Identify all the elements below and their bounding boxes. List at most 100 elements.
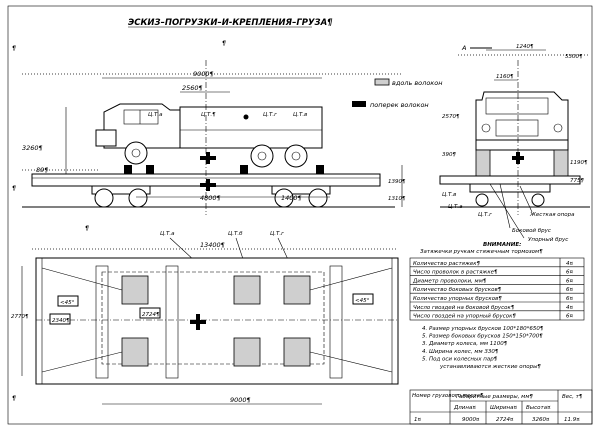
dim-390: 390¶: [442, 152, 456, 158]
mark-2: ¶: [12, 184, 16, 192]
legend-swatch-across: [352, 101, 366, 107]
legend-swatch-along: [374, 78, 390, 86]
legend-along: вдоль волокон: [392, 79, 442, 87]
platform-front: [439, 175, 581, 185]
dim-5300: 5300¶: [565, 54, 583, 60]
tb-header-height: Высота¤: [526, 405, 551, 411]
mark-3: ¶: [222, 39, 226, 47]
truck-hood: [95, 129, 117, 147]
bogie-left: [91, 185, 151, 195]
front-windshield: [485, 97, 549, 115]
truck-front-wheel: [124, 141, 148, 165]
tb-value-weight: 11.9¤: [564, 417, 580, 423]
front-railcar-wheel-left: [475, 193, 489, 207]
spec-table-rows: Количество растяжек¶4¤Число проволок в р…: [410, 261, 584, 320]
dim-2724: 2724¶: [142, 312, 160, 318]
tire-fl: [121, 275, 149, 305]
headlight-right: [553, 123, 563, 133]
sheet-frame: [7, 5, 593, 425]
note-side-bar: Боковой брус: [512, 228, 551, 234]
spec-note: 5. Размер боковых брусков 150*150*700¶: [422, 334, 543, 340]
cg-cargo-v: Ц.Т.в: [293, 112, 307, 118]
leader-rigid: [519, 185, 533, 213]
cg-cross-front: [512, 152, 524, 164]
truck-cargo-body: [179, 106, 323, 149]
truck-front-body: [475, 91, 569, 141]
lashing-2: [41, 351, 123, 373]
dim-775: 775¶: [570, 178, 584, 184]
bogie-front: [469, 183, 551, 193]
stake-left: [95, 265, 109, 379]
spec-table-notes: 4. Размер упорных брусков 100*180*650¶5.…: [422, 326, 544, 370]
railcar-wheel-1: [94, 188, 114, 208]
angle-box-left: [57, 295, 79, 307]
dim-1190: 1190¶: [570, 160, 588, 166]
dim-4800: 4800¶: [200, 194, 221, 202]
front-grille: [495, 119, 539, 137]
cg-cross-side-2: [200, 179, 216, 191]
spec-row-label: Количество боковых брусков¶: [413, 287, 502, 293]
dim-2770: 2770¶: [11, 314, 29, 320]
leader-stop-bar: [489, 183, 525, 239]
truck-rear-hub-2: [291, 151, 301, 161]
view-a-label: А: [461, 44, 466, 52]
dim-2340: 2340¶: [52, 318, 70, 324]
dim-1310: 1310¶: [388, 196, 406, 202]
truck-rear-wheel-2: [284, 144, 308, 168]
railcar-wheel-4: [308, 188, 328, 208]
truck-front-hub: [131, 148, 141, 158]
mark-1: ¶: [12, 44, 16, 52]
cg-cross-side-1: [200, 152, 216, 164]
stake-mid: [165, 265, 179, 379]
spec-table-frame: [409, 257, 585, 321]
legend: вдоль волокон поперек волокон: [352, 78, 442, 109]
drawing-title: ЭСКИЗ–ПОГРУЗКИ–И-КРЕПЛЕНИЯ–ГРУЗА¶: [128, 18, 333, 28]
spec-row-label: Количество упорных брусков¶: [413, 296, 502, 302]
lashing-4: [309, 351, 393, 373]
chock-4: [316, 165, 324, 174]
spec-note: 4. Ширина колес, мм 330¶: [422, 349, 499, 355]
tb-header-mark: Номер грузового места¶: [412, 393, 484, 399]
tb-value-length: 9000¤: [462, 417, 480, 423]
platform-end-left: [35, 257, 43, 385]
mark-5: ¶: [12, 394, 16, 402]
spec-row-label: Количество растяжек¶: [413, 261, 481, 267]
note-stop-bar: Упорный брус: [528, 237, 568, 243]
plan-view: Ц.Т.а Ц.Т.б Ц.Т.г 13400¶: [11, 231, 399, 405]
railcar-wheel-2: [128, 188, 148, 208]
tb-header-width: Ширина¤: [490, 405, 517, 411]
chock-3: [240, 165, 248, 174]
tire-rr1: [233, 337, 261, 367]
cg-marker-g: [243, 114, 249, 120]
tire-rl1: [233, 275, 261, 305]
truck-rear-hub-1: [257, 151, 267, 161]
angle-left: <45°: [60, 300, 75, 306]
spec-note: 5. Под оси колесных пар¶: [422, 356, 498, 362]
cg-cargo-g: Ц.Т.г: [263, 112, 277, 118]
tire-rl2: [283, 275, 311, 305]
platform-plan: [35, 257, 399, 385]
dim-2570: 2570¶: [442, 114, 460, 120]
stake-right: [329, 265, 343, 379]
platform-end-right: [391, 257, 399, 385]
chock-2: [146, 165, 154, 174]
dim-2560: 2560¶: [182, 84, 203, 92]
dim-box-2340: [49, 313, 71, 325]
tire-rr2: [283, 337, 311, 367]
spec-row-value: 6¤: [566, 296, 573, 302]
dim-13400: 13400¶: [200, 241, 225, 249]
cg-platform-a: Ц.Т.а: [160, 231, 175, 237]
tb-value-width: 2724¤: [496, 417, 514, 423]
title-block: Номер грузового места¶ Габаритные размер…: [409, 389, 593, 425]
cg-side-g: Ц.Т.г: [478, 212, 492, 218]
cg-platform-g: Ц.Т.г: [270, 231, 284, 237]
tire-fr: [121, 337, 149, 367]
spec-note: 3. Диаметр колеса, мм 1100¶: [422, 341, 508, 347]
dim-9000-top: 9000¶: [193, 70, 214, 78]
headlight-left: [481, 123, 491, 133]
dim-1240: 1240¶: [516, 44, 534, 50]
tb-header-weight: Вес, т¶: [562, 394, 583, 400]
note-caption: Затяжечки ручкам стяжечным тормозом¶: [420, 249, 543, 255]
angle-right: <45°: [355, 298, 370, 304]
